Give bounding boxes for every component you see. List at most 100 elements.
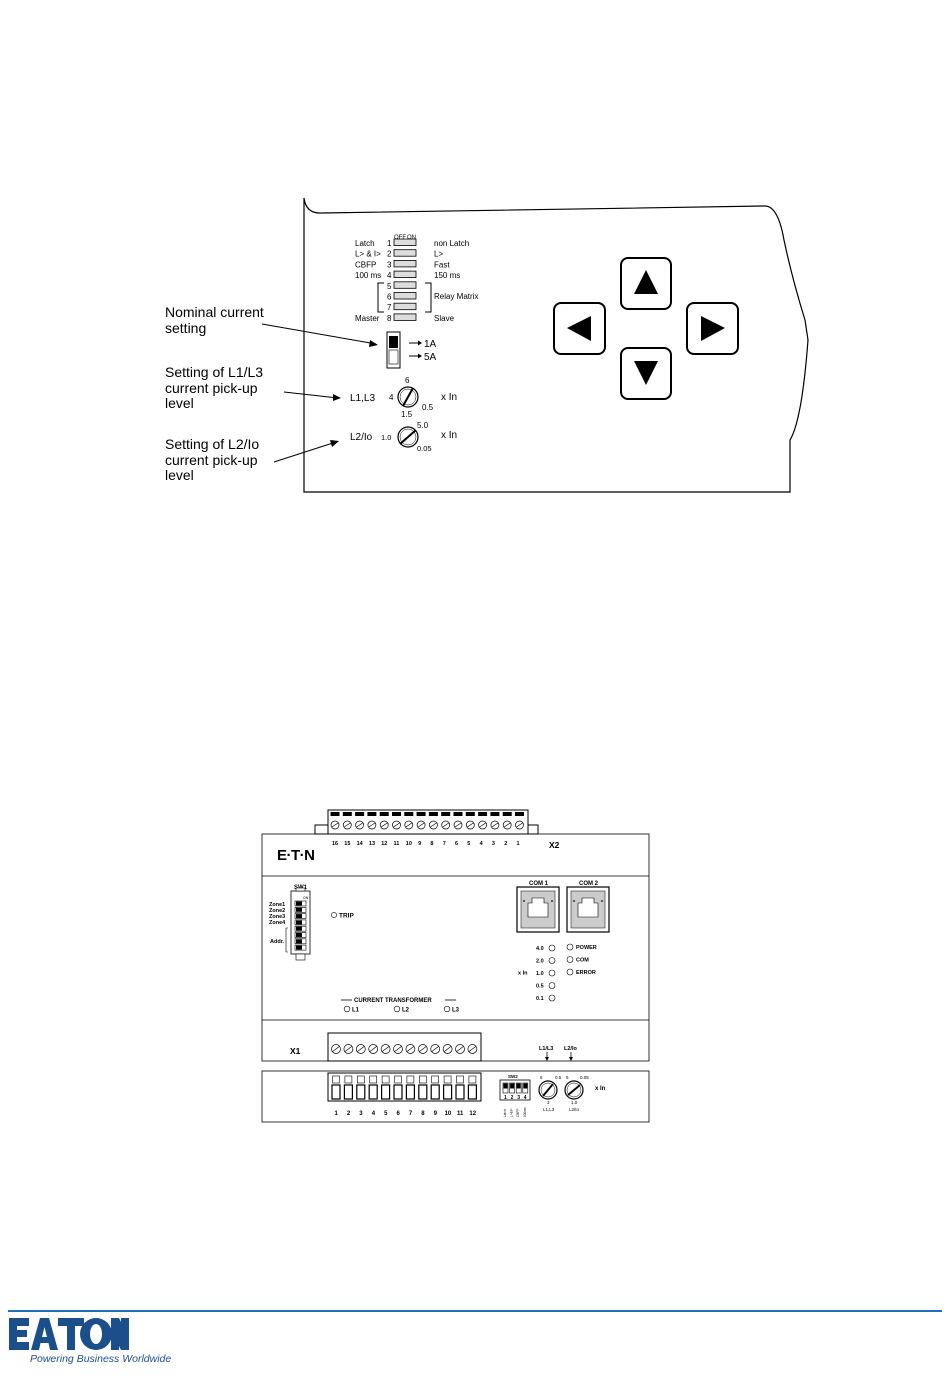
- x2-number-10: 7: [443, 841, 446, 847]
- small-dial-l2io[interactable]: [564, 1080, 584, 1100]
- dip-right-label-3: Fast: [434, 260, 450, 269]
- ct-led-3: [443, 1005, 451, 1013]
- l2io-dial-left: 1.0: [381, 433, 391, 442]
- nav-left-button[interactable]: [553, 302, 606, 355]
- down-arrow-icon: [634, 361, 658, 385]
- dip-switch-1[interactable]: [393, 238, 417, 246]
- x1-plug-slot-1: [331, 1084, 341, 1100]
- x1-number-4: 4: [372, 1111, 376, 1117]
- nav-up-button[interactable]: [620, 257, 672, 310]
- nominal-arrow-5a: [409, 353, 422, 359]
- l2io-down-arrow-icon: [569, 1052, 573, 1061]
- x1-plug-latch-12: [468, 1075, 477, 1084]
- eaton-logo: [9, 1318, 129, 1350]
- l1l3-label: L1,L3: [350, 393, 375, 404]
- l2io-label: L2/Io: [350, 432, 373, 443]
- small-dial-l1l3[interactable]: [538, 1080, 558, 1100]
- sw1-zone-label-3: Zone3: [269, 914, 285, 920]
- dial2-mark-top: 5: [566, 1075, 569, 1080]
- sw1-zone-label-1: Zone1: [269, 902, 285, 908]
- x2-pin-11: [453, 812, 463, 816]
- footer-rule: [8, 1310, 942, 1312]
- relay-matrix-bracket-right: [425, 282, 432, 313]
- dial1-mark-bottom: 3: [547, 1100, 550, 1105]
- x1-plug-slot-2: [343, 1084, 353, 1100]
- status-label-1: POWER: [576, 945, 597, 951]
- x1-plug-latch-5: [381, 1075, 390, 1084]
- dip-number-5: 5: [387, 282, 392, 291]
- ct-phase-label-3: L3: [452, 1008, 460, 1014]
- x2-pin-3: [355, 812, 365, 816]
- level-led-1: [548, 944, 556, 952]
- level-led-4: [548, 982, 556, 989]
- x1-plug-slot-4: [368, 1084, 378, 1100]
- x2-number-3: 14: [357, 841, 364, 847]
- callout-leader-nominal: [261, 323, 378, 347]
- sw1-zone-label-4: Zone4: [269, 920, 286, 926]
- x1-plug-slot-3: [356, 1084, 366, 1100]
- dip-switch-5[interactable]: [393, 281, 417, 289]
- com2-label: COM 2: [579, 881, 599, 887]
- x2-pin-15: [502, 812, 512, 816]
- l1l3-dial[interactable]: [397, 386, 419, 408]
- nav-right-button[interactable]: [686, 302, 739, 355]
- level-led-3: [548, 969, 556, 977]
- dip-switch-8[interactable]: [393, 313, 417, 321]
- com2-port[interactable]: [566, 886, 610, 933]
- dip-right-label-2: L>: [434, 250, 443, 259]
- x2-pin-12: [465, 812, 475, 816]
- x1-plug-slot-8: [418, 1084, 428, 1100]
- l1l3-dial-bottom: 1.5: [401, 410, 413, 419]
- dip-right-label-4: 150 ms: [434, 271, 460, 280]
- l1l3-arrow-label: L1/L3: [539, 1046, 553, 1052]
- sw2-sub-label-1: Latch: [503, 1109, 507, 1117]
- x1-number-11: 11: [457, 1111, 464, 1117]
- dip-number-2: 2: [387, 250, 392, 259]
- dip-switch-2[interactable]: [393, 249, 417, 257]
- ct-led-1: [343, 1005, 351, 1013]
- dip-number-8: 8: [387, 314, 392, 323]
- callout-leader-l2io: [273, 440, 339, 463]
- x1-plug-latch-7: [406, 1075, 415, 1084]
- dip-switch-6[interactable]: [393, 292, 417, 300]
- com1-port[interactable]: [516, 886, 560, 933]
- x1-plug-slot-6: [393, 1084, 403, 1100]
- dip-switch-3[interactable]: [393, 259, 417, 268]
- x1-number-2: 2: [347, 1111, 351, 1117]
- dip-number-4: 4: [387, 271, 392, 280]
- x2-number-15: 2: [504, 841, 507, 847]
- x2-number-13: 4: [480, 841, 484, 847]
- x2-pin-9: [428, 812, 438, 816]
- x2-number-11: 6: [455, 841, 458, 847]
- dial1-mark-top: 6: [540, 1075, 543, 1080]
- status-led-3: [566, 968, 574, 976]
- level-xin-label: x In: [518, 971, 528, 977]
- x1-plug-latch-10: [443, 1075, 452, 1084]
- dip-number-7: 7: [387, 303, 392, 312]
- sw1-dip-switch[interactable]: [290, 887, 311, 961]
- status-led-2: [566, 956, 574, 963]
- com1-label: COM 1: [529, 881, 549, 887]
- dip-switch-4[interactable]: [393, 270, 417, 279]
- status-label-3: ERROR: [576, 970, 596, 976]
- x1-number-3: 3: [359, 1111, 363, 1117]
- nominal-current-switch[interactable]: [386, 331, 401, 369]
- x1-label: X1: [290, 1046, 301, 1056]
- dip-number-1: 1: [387, 239, 392, 248]
- l2io-arrow-label: L2/Io: [564, 1046, 577, 1052]
- nav-down-button[interactable]: [620, 347, 672, 400]
- dip-left-label-3: CBFP: [355, 260, 376, 269]
- x2-terminal-block: [314, 809, 539, 835]
- x1-plug-latch-8: [418, 1075, 427, 1084]
- dial-xin-label: x In: [595, 1086, 606, 1092]
- x1-plug-latch-11: [456, 1075, 464, 1084]
- level-led-2: [548, 957, 556, 964]
- dip-switch-7[interactable]: [393, 302, 417, 311]
- x2-pin-16: [515, 812, 524, 816]
- l2io-dial[interactable]: [397, 426, 419, 448]
- l2io-dial-top: 5.0: [417, 421, 429, 430]
- sw2-dip-switch[interactable]: [499, 1079, 531, 1101]
- status-led-1: [566, 943, 574, 951]
- l1l3-dial-left: 4: [389, 393, 394, 402]
